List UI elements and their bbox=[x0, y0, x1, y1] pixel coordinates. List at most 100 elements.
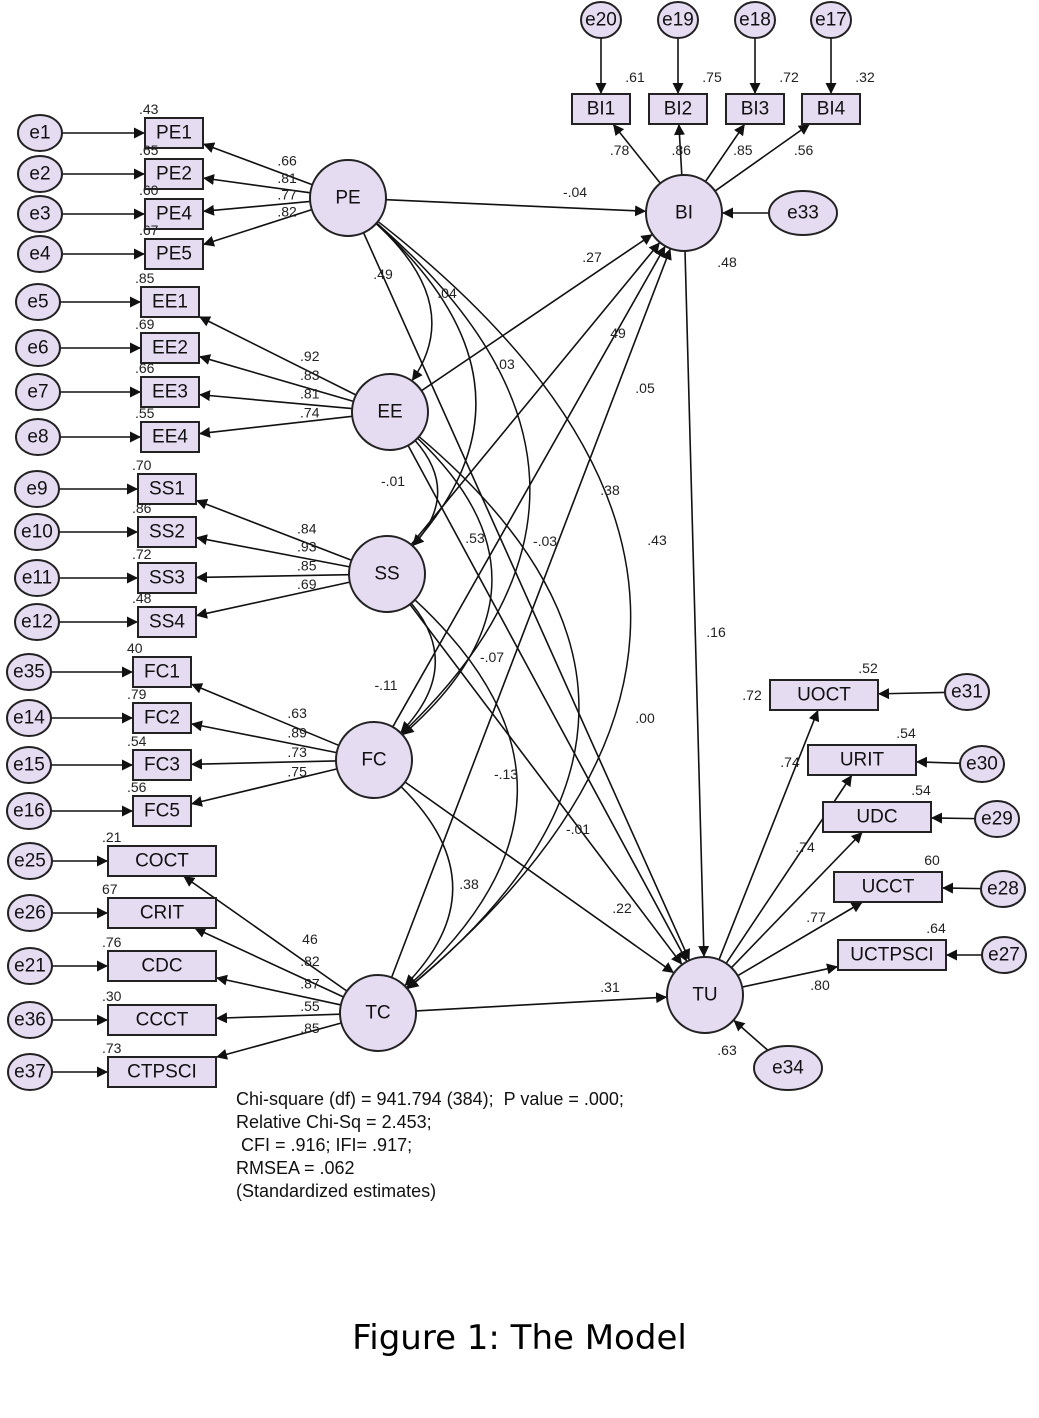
error-label-e18: e18 bbox=[739, 10, 771, 31]
disturbance-node-e33 bbox=[768, 190, 838, 236]
loading-label-pe5: .82 bbox=[277, 204, 297, 220]
indicator-label-coct: COCT bbox=[135, 851, 189, 872]
loading-path-bi4 bbox=[714, 123, 811, 192]
structural-path-pe-tu bbox=[362, 232, 691, 961]
node-layer: PE1e1PE2e2PE4e3PE5e4EE1e5EE2e6EE3e7EE4e8… bbox=[6, 1, 1027, 1091]
path-coef-fc-bi: .05 bbox=[635, 380, 655, 396]
loading-label-pe2: .81 bbox=[277, 170, 297, 186]
r2-label-coct: .21 bbox=[102, 829, 122, 845]
loading-label-ctpsci: .85 bbox=[300, 1020, 320, 1036]
latent-node-pe bbox=[309, 159, 387, 237]
structural-path-ss-bi bbox=[410, 241, 661, 546]
indicator-box-ss1 bbox=[137, 473, 197, 505]
r2-label-pe1: .43 bbox=[139, 101, 159, 117]
loading-label-ss1: .84 bbox=[297, 520, 317, 536]
indicator-box-fc1 bbox=[132, 656, 192, 688]
disturbance-path-e34 bbox=[733, 1019, 769, 1051]
loading-path-uoct bbox=[718, 709, 820, 960]
error-path-e29 bbox=[930, 812, 976, 824]
loading-label-fc2: .89 bbox=[287, 724, 307, 740]
indicator-box-fc5 bbox=[132, 795, 192, 827]
loading-path-cdc bbox=[215, 974, 342, 1006]
loading-path-ee3 bbox=[198, 390, 353, 410]
indicator-label-fc3: FC3 bbox=[144, 755, 180, 776]
r2-label-ucct: 60 bbox=[924, 852, 940, 868]
error-node-e36 bbox=[7, 1001, 53, 1039]
r2-label-fc1: 40 bbox=[127, 640, 143, 656]
indicator-box-pe2 bbox=[144, 158, 204, 190]
error-node-e17 bbox=[810, 1, 852, 39]
structural-path-fc-bi bbox=[392, 245, 666, 728]
path-coef-pe-bi: -.04 bbox=[563, 184, 587, 200]
indicator-box-pe5 bbox=[144, 238, 204, 270]
indicator-label-fc1: FC1 bbox=[144, 662, 180, 683]
r2-label-tu: .63 bbox=[717, 1042, 737, 1058]
error-path-e28 bbox=[941, 882, 982, 894]
error-label-e27: e27 bbox=[988, 945, 1020, 966]
error-label-e36: e36 bbox=[14, 1010, 46, 1031]
indicator-box-ccct bbox=[107, 1004, 217, 1036]
indicator-box-pe1 bbox=[144, 117, 204, 149]
error-label-e37: e37 bbox=[14, 1062, 46, 1083]
loading-path-ee1 bbox=[198, 315, 357, 396]
loading-label-bi1: .78 bbox=[610, 142, 630, 158]
disturbance-label-e33: e33 bbox=[787, 203, 819, 224]
covariance-curve-pe-tc bbox=[365, 210, 632, 990]
error-label-e35: e35 bbox=[13, 662, 45, 683]
covariance-curve-ee-fc bbox=[402, 426, 493, 736]
r2-label-pe2: .65 bbox=[139, 142, 159, 158]
indicator-label-bi4: BI4 bbox=[817, 99, 846, 120]
error-node-e28 bbox=[980, 870, 1026, 908]
latent-label-ss: SS bbox=[374, 564, 399, 585]
indicator-box-coct bbox=[107, 845, 217, 877]
indicator-label-ss1: SS1 bbox=[149, 479, 185, 500]
loading-path-fc3 bbox=[190, 758, 337, 770]
indicator-label-urit: URIT bbox=[840, 750, 885, 771]
error-path-e30 bbox=[915, 756, 961, 768]
error-label-e26: e26 bbox=[14, 903, 46, 924]
path-coef-fc-tu: .22 bbox=[612, 900, 632, 916]
error-node-e6 bbox=[15, 329, 61, 367]
error-node-e29 bbox=[974, 800, 1020, 838]
loading-label-fc5: .75 bbox=[287, 763, 307, 779]
indicator-box-uoct bbox=[769, 679, 879, 711]
error-node-e27 bbox=[981, 936, 1027, 974]
r2-label-bi1: .61 bbox=[625, 69, 645, 85]
covariance-label-ee-tc: .00 bbox=[635, 710, 655, 726]
error-label-e17: e17 bbox=[815, 10, 847, 31]
loading-label-cdc: .87 bbox=[300, 975, 320, 991]
loading-label-uctpsci: .80 bbox=[810, 977, 830, 993]
error-node-e37 bbox=[7, 1053, 53, 1091]
indicator-box-bi3 bbox=[725, 93, 785, 125]
covariance-label-ee-ss: -.01 bbox=[381, 473, 405, 489]
error-label-e21: e21 bbox=[14, 956, 46, 977]
error-node-e14 bbox=[6, 699, 52, 737]
indicator-box-fc3 bbox=[132, 749, 192, 781]
loading-path-coct bbox=[182, 875, 348, 992]
indicator-box-fc2 bbox=[132, 702, 192, 734]
loading-label-bi3: .85 bbox=[733, 142, 753, 158]
error-node-e11 bbox=[14, 559, 60, 597]
error-node-e30 bbox=[959, 745, 1005, 783]
loading-label-ss2: .93 bbox=[297, 538, 317, 554]
latent-label-tu: TU bbox=[692, 985, 717, 1006]
indicator-box-urit bbox=[807, 744, 917, 776]
loading-path-ss3 bbox=[195, 571, 350, 583]
fit-chi-square: Chi-square (df) = 941.794 (384); P value… bbox=[236, 1089, 624, 1109]
covariance-label-ss-tc: -.01 bbox=[566, 821, 590, 837]
coefficient-layer: .43.66.65.81.60.77.67.82.85.92.69.83.66.… bbox=[102, 69, 946, 1058]
r2-label-udc: .54 bbox=[911, 782, 931, 798]
latent-label-tc: TC bbox=[365, 1003, 390, 1024]
error-node-e31 bbox=[944, 673, 990, 711]
indicator-label-uoct: UOCT bbox=[797, 685, 851, 706]
indicator-box-ee3 bbox=[140, 376, 200, 408]
path-coef-bi-tu: .16 bbox=[706, 624, 726, 640]
r2-label-bi: .48 bbox=[717, 254, 737, 270]
loading-path-ee4 bbox=[198, 415, 353, 438]
indicator-box-ss4 bbox=[137, 606, 197, 638]
indicator-box-bi4 bbox=[801, 93, 861, 125]
disturbance-label-e34: e34 bbox=[772, 1058, 804, 1079]
loading-label-uoct: .72 bbox=[742, 687, 762, 703]
r2-label-ss4: .48 bbox=[132, 590, 152, 606]
